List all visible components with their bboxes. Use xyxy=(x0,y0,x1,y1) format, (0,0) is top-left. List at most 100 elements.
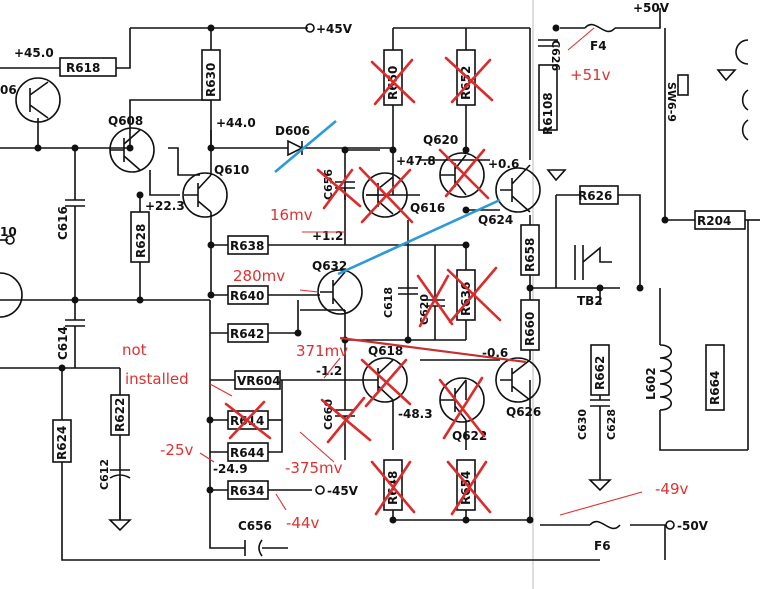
annotation-16mv: 16mv xyxy=(270,206,313,224)
label-q632: Q632 xyxy=(312,259,347,273)
q610-symbol xyxy=(182,172,228,218)
label-d606: D606 xyxy=(275,124,310,138)
label-f6: F6 xyxy=(594,539,611,553)
label-r10: 10 xyxy=(0,225,17,239)
q626-symbol xyxy=(495,357,541,403)
r204-body xyxy=(694,210,746,230)
l602-inductor xyxy=(659,344,673,411)
label-node-22-3: +22.3 xyxy=(145,199,185,213)
r662-body xyxy=(590,344,610,396)
label-node-45-0: +45.0 xyxy=(14,46,54,60)
red-annotations: +51v 16mv 280mv 371mv not installed -25v… xyxy=(122,66,688,532)
label-node-minus-48-3: -48.3 xyxy=(398,407,433,421)
rail-terminal-45v xyxy=(305,23,315,33)
label-q624: Q624 xyxy=(478,213,513,227)
r650-body xyxy=(383,49,403,106)
label-q608: Q608 xyxy=(108,114,143,128)
label-c656-bottom: C656 xyxy=(238,519,272,533)
q616-symbol xyxy=(362,172,408,218)
r664-body xyxy=(705,344,725,411)
r638-body xyxy=(227,235,269,255)
label-c626: C626 xyxy=(549,40,562,71)
ground-c612 xyxy=(108,519,132,532)
r660-body xyxy=(520,299,540,351)
label-r634: R634 xyxy=(230,484,264,498)
label-rail-45v: +45V xyxy=(316,22,353,36)
cross-r636 xyxy=(446,266,502,324)
label-r624: R624 xyxy=(55,426,69,460)
cross-r648 xyxy=(370,460,416,516)
c630-plates xyxy=(590,399,610,407)
horizontal-resistors xyxy=(59,57,746,500)
r640-body xyxy=(227,285,269,305)
label-node-plus-1-2: +1.2 xyxy=(312,229,343,243)
pointer-371mv xyxy=(323,357,341,379)
cross-r614 xyxy=(224,400,272,440)
label-r6108: R6108 xyxy=(541,92,555,135)
q606-symbol xyxy=(15,77,61,123)
ground-symbols xyxy=(108,69,737,532)
label-c660: C660 xyxy=(322,399,335,430)
red-annotation-lines xyxy=(199,27,643,516)
annotation-plus-51v: +51v xyxy=(570,66,611,84)
left-partial-transistor xyxy=(0,272,23,318)
cross-q618 xyxy=(360,358,412,408)
cross-r652 xyxy=(444,56,494,104)
tb2-symbol xyxy=(574,245,612,280)
label-rail-neg45v: -45V xyxy=(327,484,359,498)
pointer-49v xyxy=(559,491,643,516)
blue-lines xyxy=(274,120,501,276)
label-r622: R622 xyxy=(113,398,127,432)
c618-plates xyxy=(398,287,418,295)
c612-plate-curved xyxy=(109,474,131,479)
r624-body xyxy=(52,419,72,463)
c616-plates xyxy=(65,199,85,207)
label-c630: C630 xyxy=(576,409,589,440)
label-c616: C616 xyxy=(56,206,70,240)
label-c628: C628 xyxy=(605,409,618,440)
label-r630: R630 xyxy=(204,63,218,97)
pointer-375mv xyxy=(299,431,335,463)
r642-body xyxy=(227,323,269,343)
right-edge-connectors xyxy=(735,39,749,141)
left-terminal xyxy=(5,235,15,245)
label-r628: R628 xyxy=(134,224,148,258)
label-q606: 06 xyxy=(0,83,17,97)
r618-body xyxy=(59,57,117,77)
label-f4: F4 xyxy=(590,39,607,53)
label-tb2: TB2 xyxy=(577,294,603,308)
cross-c660 xyxy=(320,396,372,444)
pointer-51v xyxy=(567,27,595,51)
transistors xyxy=(0,77,541,423)
cross-r650 xyxy=(370,58,416,106)
label-l602: L602 xyxy=(644,367,658,400)
cross-q620 xyxy=(438,148,490,200)
component-labels: R618 R630 06 Q608 Q610 D606 R650 R652 C6… xyxy=(0,39,731,553)
label-q610: Q610 xyxy=(214,163,249,177)
cross-q622 xyxy=(438,376,486,440)
label-vr604: VR604 xyxy=(237,374,281,388)
label-node-minus-24-9: -24.9 xyxy=(213,462,248,476)
q624-symbol xyxy=(495,167,541,213)
annotation-371mv: 371mv xyxy=(296,342,348,360)
label-r664: R664 xyxy=(708,371,722,405)
pointer-44v xyxy=(275,493,287,511)
cross-r654 xyxy=(446,460,492,516)
ground-c628 xyxy=(588,479,612,492)
label-r204: R204 xyxy=(697,214,731,228)
label-r644: R644 xyxy=(230,446,264,460)
label-r618: R618 xyxy=(66,61,100,75)
annotation-minus-49v: -49v xyxy=(655,480,688,498)
vertical-resistors xyxy=(52,49,725,511)
label-r638: R638 xyxy=(230,239,264,253)
ground-c626 xyxy=(546,169,567,182)
annotation-minus-375mv: -375mv xyxy=(285,459,343,477)
cross-c620 xyxy=(416,274,454,328)
r644-body xyxy=(227,442,269,462)
annotation-minus-44v: -44v xyxy=(286,514,319,532)
red-cross-marks xyxy=(224,56,502,516)
label-r642: R642 xyxy=(230,327,264,341)
r634-body xyxy=(227,480,269,500)
r622-body xyxy=(110,394,130,436)
